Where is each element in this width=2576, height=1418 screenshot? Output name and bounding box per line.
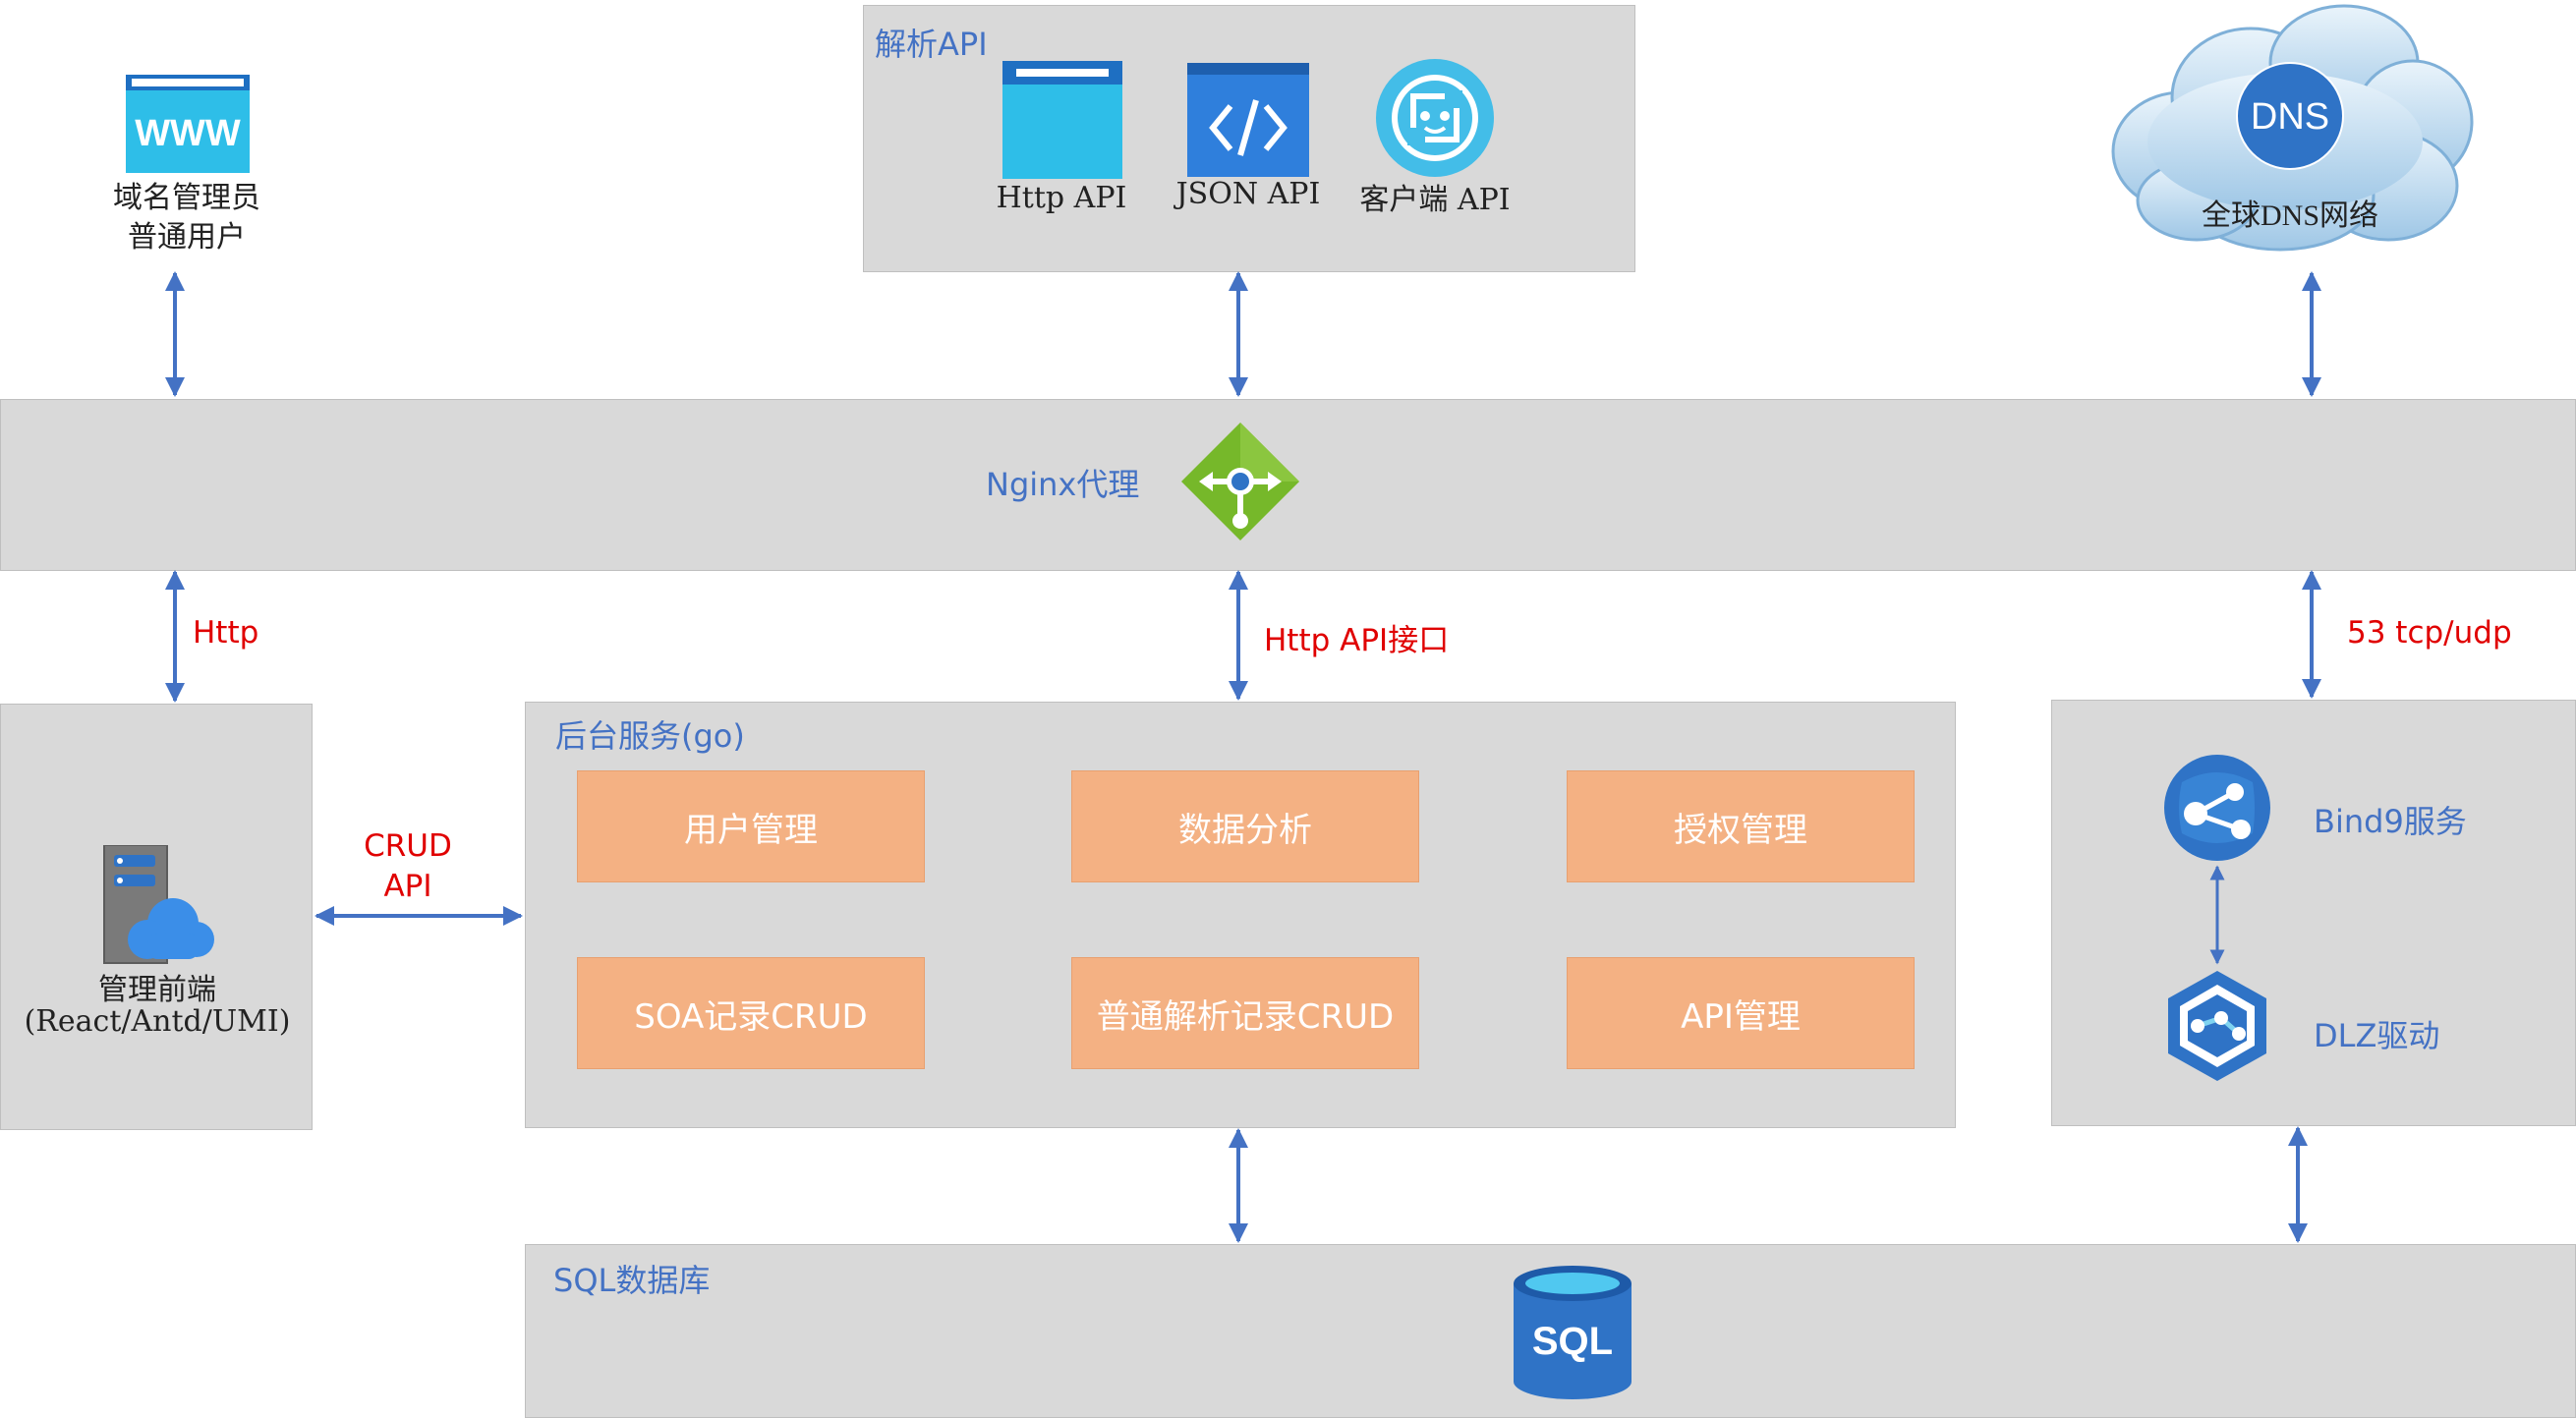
http-api-label: Http API xyxy=(996,181,1127,215)
module-soa-crud: SOA记录CRUD xyxy=(577,957,925,1069)
users-label-line1: 域名管理员 xyxy=(113,181,260,215)
module-user-management: 用户管理 xyxy=(577,770,925,882)
dns-cloud-label: 全球DNS网络 xyxy=(2201,199,2378,232)
crud-connection-label-line1: CRUD xyxy=(364,828,452,864)
module-api-management: API管理 xyxy=(1567,957,1915,1069)
http-api-connection-label: Http API接口 xyxy=(1264,623,1450,658)
sql-database-title: SQL数据库 xyxy=(553,1262,711,1299)
dns-badge: DNS xyxy=(2250,96,2330,138)
server-cloud-icon xyxy=(103,845,214,964)
www-icon: WWW xyxy=(126,75,250,173)
bind-panel xyxy=(2051,700,2576,1126)
sql-badge: SQL xyxy=(1532,1320,1613,1363)
tcp-udp-connection-label: 53 tcp/udp xyxy=(2347,615,2512,651)
users-label-line2: 普通用户 xyxy=(128,220,246,255)
frontend-label-line1: 管理前端 xyxy=(98,973,216,1007)
module-data-analysis: 数据分析 xyxy=(1071,770,1419,882)
client-api-label: 客户端 API xyxy=(1359,183,1511,217)
http-connection-label: Http xyxy=(193,615,259,651)
dlz-hexagon-icon xyxy=(2168,971,2266,1081)
svg-text:WWW: WWW xyxy=(135,113,241,154)
cloud-icon xyxy=(2111,4,2474,252)
parse-api-title: 解析API xyxy=(875,26,988,63)
sql-database-icon: SQL xyxy=(1514,1266,1631,1399)
bind9-service-label: Bind9服务 xyxy=(2314,803,2467,840)
frontend-label-line2: (React/Antd/UMI) xyxy=(24,1004,291,1039)
load-balancer-icon xyxy=(1181,423,1299,540)
dlz-driver-label: DLZ驱动 xyxy=(2314,1017,2440,1054)
json-api-label: JSON API xyxy=(1175,177,1321,211)
nginx-label: Nginx代理 xyxy=(986,466,1140,503)
browser-window-icon xyxy=(1002,61,1122,179)
code-icon xyxy=(1187,63,1309,177)
module-record-crud: 普通解析记录CRUD xyxy=(1071,957,1419,1069)
bot-icon xyxy=(1376,59,1494,177)
module-auth-management: 授权管理 xyxy=(1567,770,1915,882)
backend-title: 后台服务(go) xyxy=(555,717,745,755)
web-app-icon xyxy=(2164,755,2270,861)
crud-connection-label-line2: API xyxy=(383,869,432,904)
